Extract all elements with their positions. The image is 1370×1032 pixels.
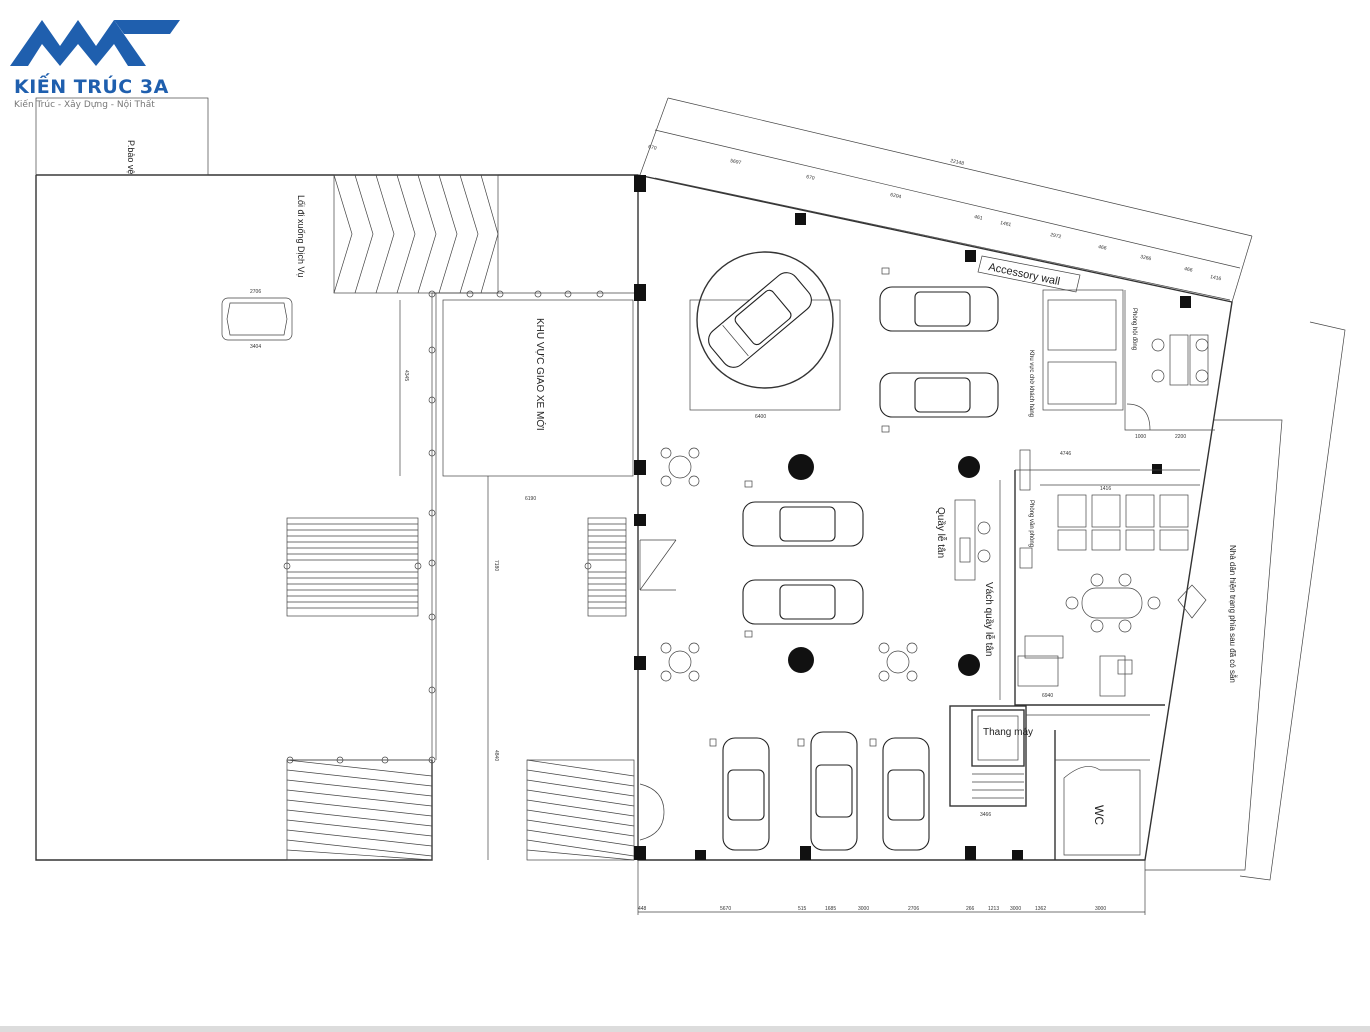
- brand-tagline: Kiến Trúc - Xây Dựng - Nội Thất: [14, 100, 155, 110]
- svg-text:3000: 3000: [1095, 906, 1106, 912]
- svg-text:515: 515: [798, 906, 807, 912]
- svg-text:266: 266: [966, 906, 975, 912]
- stairs-mid: [587, 517, 627, 617]
- guard-room-label: P.bảo vệ: [126, 140, 136, 174]
- svg-text:4345: 4345: [403, 370, 409, 381]
- svg-text:1461: 1461: [1000, 220, 1012, 228]
- svg-text:3404: 3404: [250, 344, 261, 350]
- reception-counter-label: Quầy lễ tân: [935, 507, 948, 558]
- display-cars-bottom: [709, 731, 930, 851]
- accessory-wall: Accessory wall: [977, 255, 1081, 293]
- svg-text:5697: 5697: [730, 158, 742, 166]
- svg-text:1685: 1685: [825, 906, 836, 912]
- svg-text:4746: 4746: [1060, 451, 1071, 457]
- svg-text:461: 461: [974, 214, 984, 222]
- svg-text:2200: 2200: [1175, 434, 1186, 440]
- delivery-area: [442, 299, 634, 477]
- display-cars-middle: [742, 480, 864, 638]
- office-area: Phòng văn phòng 4746 1416 6940: [1014, 449, 1200, 706]
- dimension-bottom: 448 5670 515 1685 3000 2706 266 1213 300…: [637, 860, 1146, 915]
- svg-text:1362: 1362: [1035, 906, 1046, 912]
- svg-text:1416: 1416: [1100, 486, 1111, 492]
- svg-text:6204: 6204: [890, 192, 902, 200]
- stairs-left: [286, 517, 419, 617]
- svg-text:3000: 3000: [858, 906, 869, 912]
- svg-text:466: 466: [1098, 244, 1108, 252]
- svg-text:6190: 6190: [525, 496, 536, 502]
- page-bottom-edge: [0, 1026, 1370, 1032]
- waiting-area-label: Khu vực chờ khách hàng: [1028, 350, 1034, 417]
- meeting-room-label: Phòng hội đồng: [1131, 308, 1137, 350]
- showroom: 6400 Accessory wall: [634, 174, 1346, 881]
- display-cars-top: [879, 267, 999, 433]
- turntable-display: 6400: [689, 251, 841, 420]
- office-label: Phòng văn phòng: [1028, 500, 1034, 547]
- planter: 2706 3404: [221, 289, 293, 350]
- service-ramp-label: Lối đi xuống Dịch Vụ: [296, 195, 306, 278]
- outdoor-lot: P.bảo vệ Lối đi xuống Dịch Vụ: [35, 97, 638, 861]
- svg-text:670: 670: [806, 174, 816, 182]
- brand-logo: KIẾN TRÚC 3A Kiến Trúc - Xây Dựng - Nội …: [10, 14, 200, 114]
- svg-text:22148: 22148: [950, 158, 965, 167]
- accessory-wall-label: Accessory wall: [987, 261, 1061, 288]
- ramp-bottom: [286, 759, 635, 861]
- elevator: [971, 709, 1025, 767]
- service-core: Thang máy WC 3466: [949, 705, 1150, 860]
- svg-text:1213: 1213: [988, 906, 999, 912]
- svg-text:3466: 3466: [980, 812, 991, 818]
- elevator-label: Thang máy: [983, 727, 1033, 738]
- svg-text:670: 670: [648, 144, 658, 152]
- svg-text:2972: 2972: [1050, 232, 1062, 240]
- fence: [283, 290, 638, 764]
- svg-text:6400: 6400: [755, 414, 766, 420]
- brand-name: KIẾN TRÚC 3A: [14, 76, 169, 98]
- svg-text:4840: 4840: [493, 750, 499, 761]
- wc-label: WC: [1092, 805, 1106, 825]
- dimension-top: 670 5697 670 6204 461 1461 2972 466 3266…: [639, 97, 1253, 303]
- guard-room: [35, 97, 209, 176]
- svg-text:448: 448: [638, 906, 647, 912]
- neighbor-note: Nhà dân hiện trạng phía sau đã có sẵn: [1228, 545, 1237, 683]
- svg-text:2706: 2706: [250, 289, 261, 295]
- meeting-room: Phòng hội đồng Khu vực chờ khách hàng 10…: [1028, 289, 1215, 440]
- svg-text:2706: 2706: [908, 906, 919, 912]
- delivery-area-label: KHU VỰC GIAO XE MỚI: [534, 318, 547, 431]
- svg-text:3266: 3266: [1140, 254, 1152, 262]
- entrance-doors: [639, 539, 677, 841]
- seating-groups: [660, 447, 918, 682]
- reception-counter: Quầy lễ tân Vách quầy lễ tân: [935, 480, 1001, 700]
- svg-text:5670: 5670: [720, 906, 731, 912]
- svg-text:1000: 1000: [1135, 434, 1146, 440]
- svg-text:466: 466: [1184, 266, 1194, 274]
- reception-wall-label: Vách quầy lễ tân: [983, 582, 996, 657]
- svg-text:1416: 1416: [1210, 274, 1222, 282]
- ramp-top: [333, 174, 499, 294]
- mountain-logo-icon: [10, 20, 180, 66]
- svg-text:6940: 6940: [1042, 693, 1053, 699]
- svg-text:3000: 3000: [1010, 906, 1021, 912]
- svg-text:7180: 7180: [493, 560, 499, 571]
